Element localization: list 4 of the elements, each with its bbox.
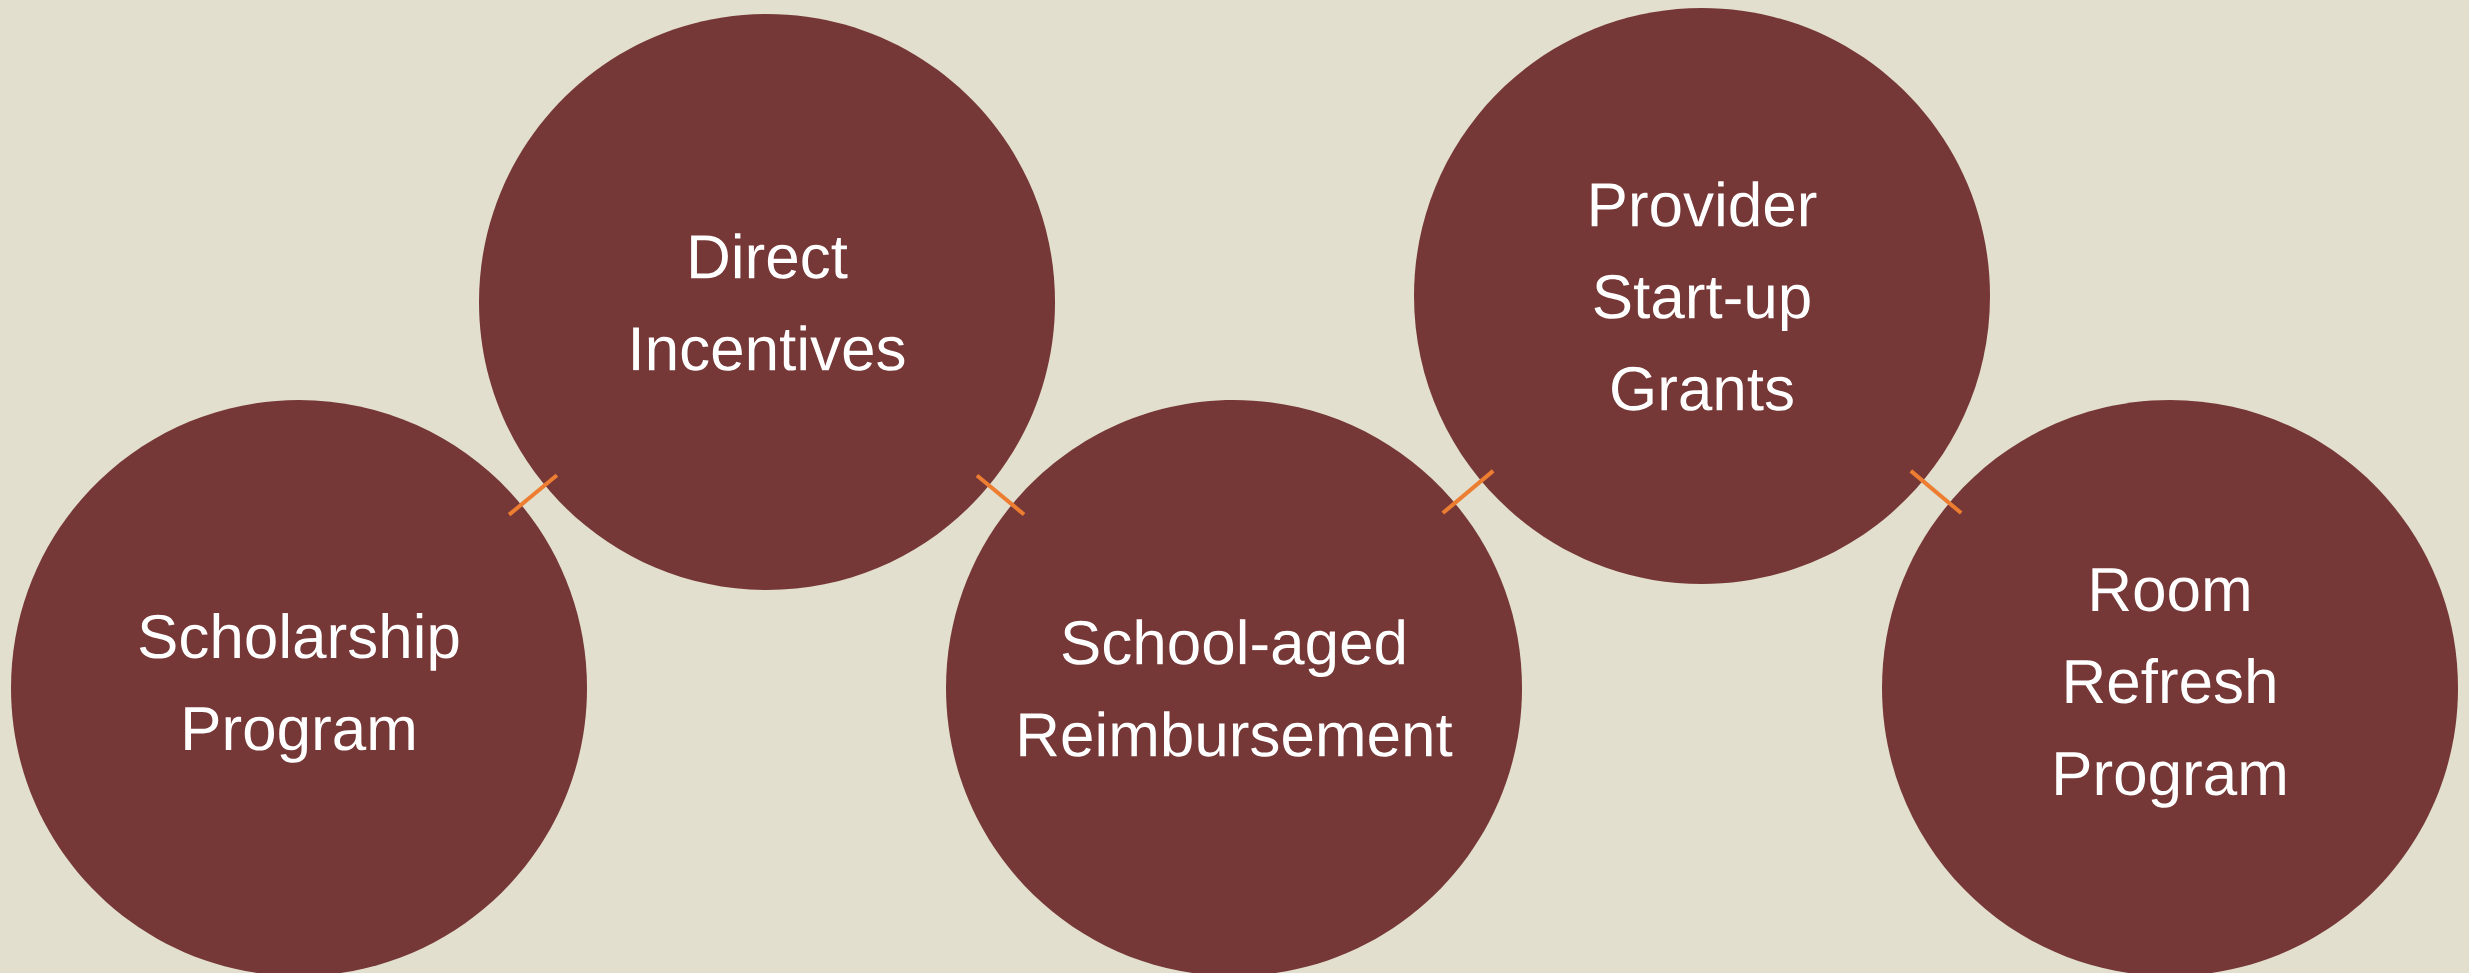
connector-line bbox=[1909, 469, 1963, 515]
connector-line bbox=[975, 473, 1026, 516]
connector-line bbox=[1441, 469, 1495, 515]
connector-line bbox=[507, 473, 559, 517]
